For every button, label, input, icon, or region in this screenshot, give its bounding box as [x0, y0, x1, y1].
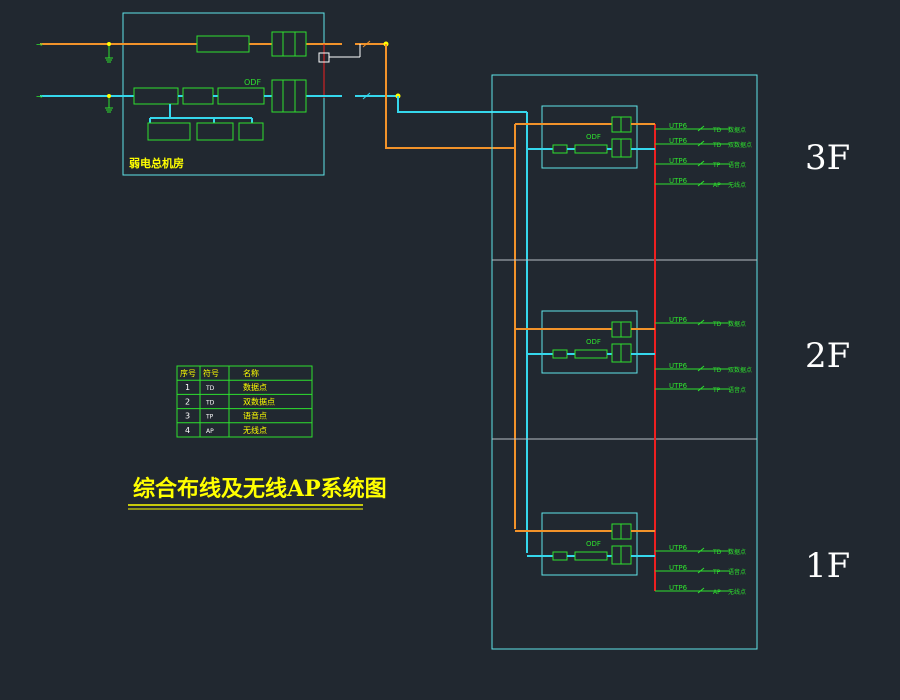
terminal-symbol: ⊸ — [36, 40, 43, 49]
legend-name: 数据点 — [243, 382, 267, 392]
outlet-symbol: TD — [712, 142, 722, 149]
legend-index: 4 — [185, 426, 190, 435]
machine-room-frame — [122, 12, 325, 176]
odf-connector — [271, 31, 307, 57]
outlet-symbol: TP — [712, 387, 721, 394]
odf-label: ODF — [586, 133, 601, 141]
legend-header: 序号 — [180, 368, 196, 378]
building — [491, 74, 758, 650]
floor-label: 1F — [805, 546, 850, 586]
legend-index: 3 — [185, 412, 190, 421]
outlet-name: 无线点 — [728, 181, 746, 189]
legend-name: 无线点 — [243, 425, 267, 435]
floor-panel — [541, 512, 638, 576]
cable-label: UTP6 — [669, 157, 688, 165]
floor-label: 2F — [805, 336, 850, 376]
outlet-name: 数据点 — [728, 320, 746, 328]
outlet-name: 语音点 — [728, 386, 746, 394]
legend-name: 语音点 — [243, 411, 267, 421]
machine-room: ⊸ ⊸ ODF — [36, 12, 401, 176]
cable-label: UTP6 — [669, 382, 688, 390]
legend-header: 符号 — [203, 368, 219, 378]
floor-label: 3F — [805, 138, 850, 178]
legend-index: 2 — [185, 397, 190, 406]
odf-label: ODF — [244, 78, 261, 87]
cable-label: UTP6 — [669, 362, 688, 370]
equipment-box — [133, 87, 179, 105]
diagram-title: 综合布线及无线AP系统图 — [133, 476, 387, 502]
cable-label: UTP6 — [669, 122, 688, 130]
riser-routes — [385, 44, 528, 553]
svg-text:⊸: ⊸ — [36, 92, 43, 101]
outlet-name: 语音点 — [728, 161, 746, 169]
outlet-name: 数据点 — [728, 126, 746, 134]
legend-index: 1 — [185, 383, 190, 392]
outlet-symbol: TP — [712, 569, 721, 576]
legend-symbol: TD — [205, 399, 215, 406]
cable-label: UTP6 — [669, 177, 688, 185]
odf-label: ODF — [586, 338, 601, 346]
legend-name: 双数据点 — [243, 396, 275, 406]
legend-symbol: TD — [205, 385, 215, 392]
floor-panel — [541, 310, 638, 374]
outlet-name: 无线点 — [728, 588, 746, 596]
cable-label: UTP6 — [669, 564, 688, 572]
building-frame — [491, 74, 758, 650]
cable-label: UTP6 — [669, 137, 688, 145]
outlet-symbol: AP — [713, 182, 721, 189]
outlet-symbol: TD — [712, 127, 722, 134]
outlet-name: 双数据点 — [728, 366, 752, 374]
outlet-symbol: TD — [712, 549, 722, 556]
odf-connector — [271, 79, 307, 113]
cable-label: UTP6 — [669, 544, 688, 552]
floor-panel — [541, 105, 638, 169]
cable-label: UTP6 — [669, 316, 688, 324]
outlet-symbol: AP — [713, 589, 721, 596]
outlet-name: 数据点 — [728, 548, 746, 556]
legend-symbol: TP — [205, 414, 214, 421]
odf-label: ODF — [586, 540, 601, 548]
outlet-name: 双数据点 — [728, 141, 752, 149]
outlet-symbol: TP — [712, 162, 721, 169]
equipment-box — [196, 35, 250, 53]
outlet-symbol: TD — [712, 321, 722, 328]
outlet-symbol: TD — [712, 367, 722, 374]
outlet-name: 语音点 — [728, 568, 746, 576]
machine-room-label: 弱电总机房 — [129, 156, 184, 170]
cable-label: UTP6 — [669, 584, 688, 592]
legend-symbol: AP — [206, 428, 214, 435]
legend-header: 名称 — [243, 368, 259, 378]
